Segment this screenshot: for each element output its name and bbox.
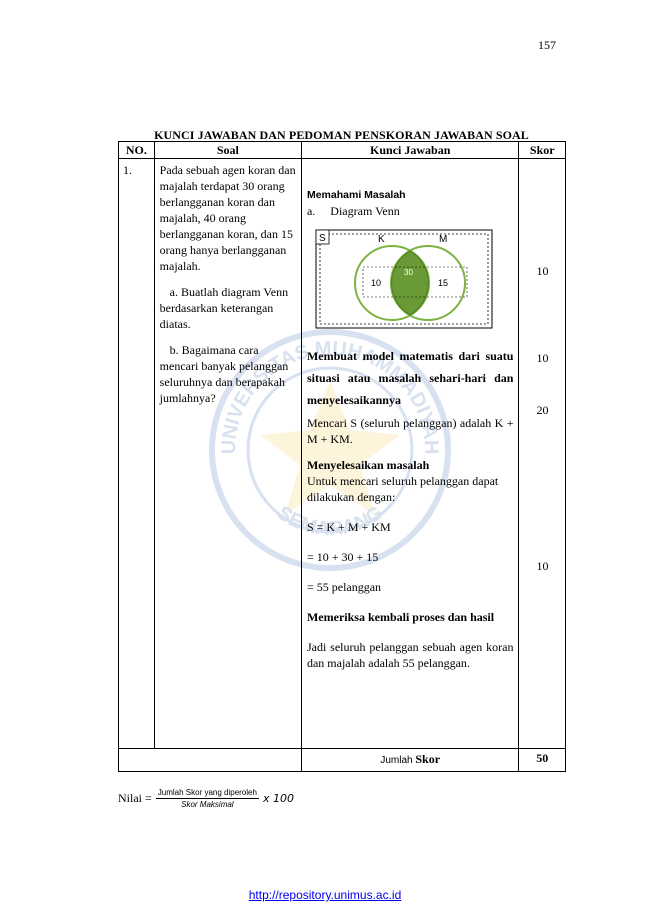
formula-denominator: Skor Maksimal <box>181 800 234 809</box>
nilai-label: Nilai = <box>118 791 152 805</box>
heading-model: Membuat model matematis dari suatu situa… <box>306 349 514 407</box>
score-cell: 10 10 20 10 <box>518 158 566 749</box>
heading-understand: Memahami Masalah <box>306 189 406 201</box>
venn-label-line: a. Diagram Venn <box>307 203 514 219</box>
total-score: 50 <box>518 748 566 772</box>
formula-multiplier: x 100 <box>262 792 294 805</box>
footer: http://repository.unimus.ac.id <box>0 888 650 902</box>
equation-2: = 10 + 30 + 15 <box>306 550 379 564</box>
header-kunci: Kunci Jawaban <box>300 141 520 159</box>
model-text: Mencari S (seluruh pelanggan) adalah K +… <box>306 416 514 446</box>
venn-right-value: 15 <box>438 278 448 288</box>
venn-mid-value: 30 <box>404 268 413 277</box>
page-number: 157 <box>538 38 556 52</box>
equation-1: S = K + M + KM <box>306 520 391 534</box>
repository-link[interactable]: http://repository.unimus.ac.id <box>248 888 402 902</box>
answer-key-table: NO. Soal Kunci Jawaban Skor 1. Pada sebu… <box>118 141 566 772</box>
total-label: Jumlah <box>380 755 413 766</box>
venn-s: S <box>319 233 326 244</box>
heading-solve: Menyelesaikan masalah <box>306 458 430 472</box>
question-intro: Pada sebuah agen koran dan majalah terda… <box>159 163 296 273</box>
score-formula: Nilai = Jumlah Skor yang diperoleh Skor … <box>118 788 294 809</box>
table-header-row: NO. Soal Kunci Jawaban Skor <box>118 141 566 159</box>
check-text: Jadi seluruh pelanggan sebuah agen koran… <box>306 640 514 670</box>
venn-k: K <box>378 234 385 245</box>
formula-numerator: Jumlah Skor yang diperoleh <box>155 788 259 799</box>
answer-cell: Memahami Masalah a. Diagram Venn S K M 1… <box>300 158 520 749</box>
total-label-bold: Skor <box>415 752 441 766</box>
question-b: b. Bagaimana cara mencari banyak pelangg… <box>159 343 289 405</box>
row-number: 1. <box>118 158 155 749</box>
formula-fraction: Jumlah Skor yang diperoleh Skor Maksimal <box>155 788 259 809</box>
question-cell: Pada sebuah agen koran dan majalah terda… <box>153 158 302 749</box>
solve-text: Untuk mencari seluruh pelanggan dapat di… <box>306 474 499 504</box>
venn-diagram: S K M 10 30 15 <box>315 229 493 329</box>
page-title: KUNCI JAWABAN DAN PEDOMAN PENSKORAN JAWA… <box>154 128 529 142</box>
total-row: Jumlah Skor 50 <box>118 748 566 772</box>
question-a: a. Buatlah diagram Venn berdasarkan kete… <box>159 285 289 331</box>
total-label-cell: Jumlah Skor <box>300 748 520 772</box>
venn-left-value: 10 <box>371 278 381 288</box>
venn-label: Diagram Venn <box>330 204 400 218</box>
score-2: 10 <box>536 351 549 365</box>
score-1: 10 <box>536 264 549 278</box>
equation-3: = 55 pelanggan <box>306 580 382 594</box>
header-soal: Soal <box>153 141 302 159</box>
score-3: 20 <box>536 403 549 417</box>
table-row: 1. Pada sebuah agen koran dan majalah te… <box>118 158 566 749</box>
item-marker-a: a. <box>306 204 316 218</box>
heading-check: Memeriksa kembali proses dan hasil <box>306 610 495 624</box>
venn-m: M <box>439 234 447 245</box>
score-4: 10 <box>536 559 549 573</box>
header-no: NO. <box>118 141 155 159</box>
header-skor: Skor <box>518 141 566 159</box>
